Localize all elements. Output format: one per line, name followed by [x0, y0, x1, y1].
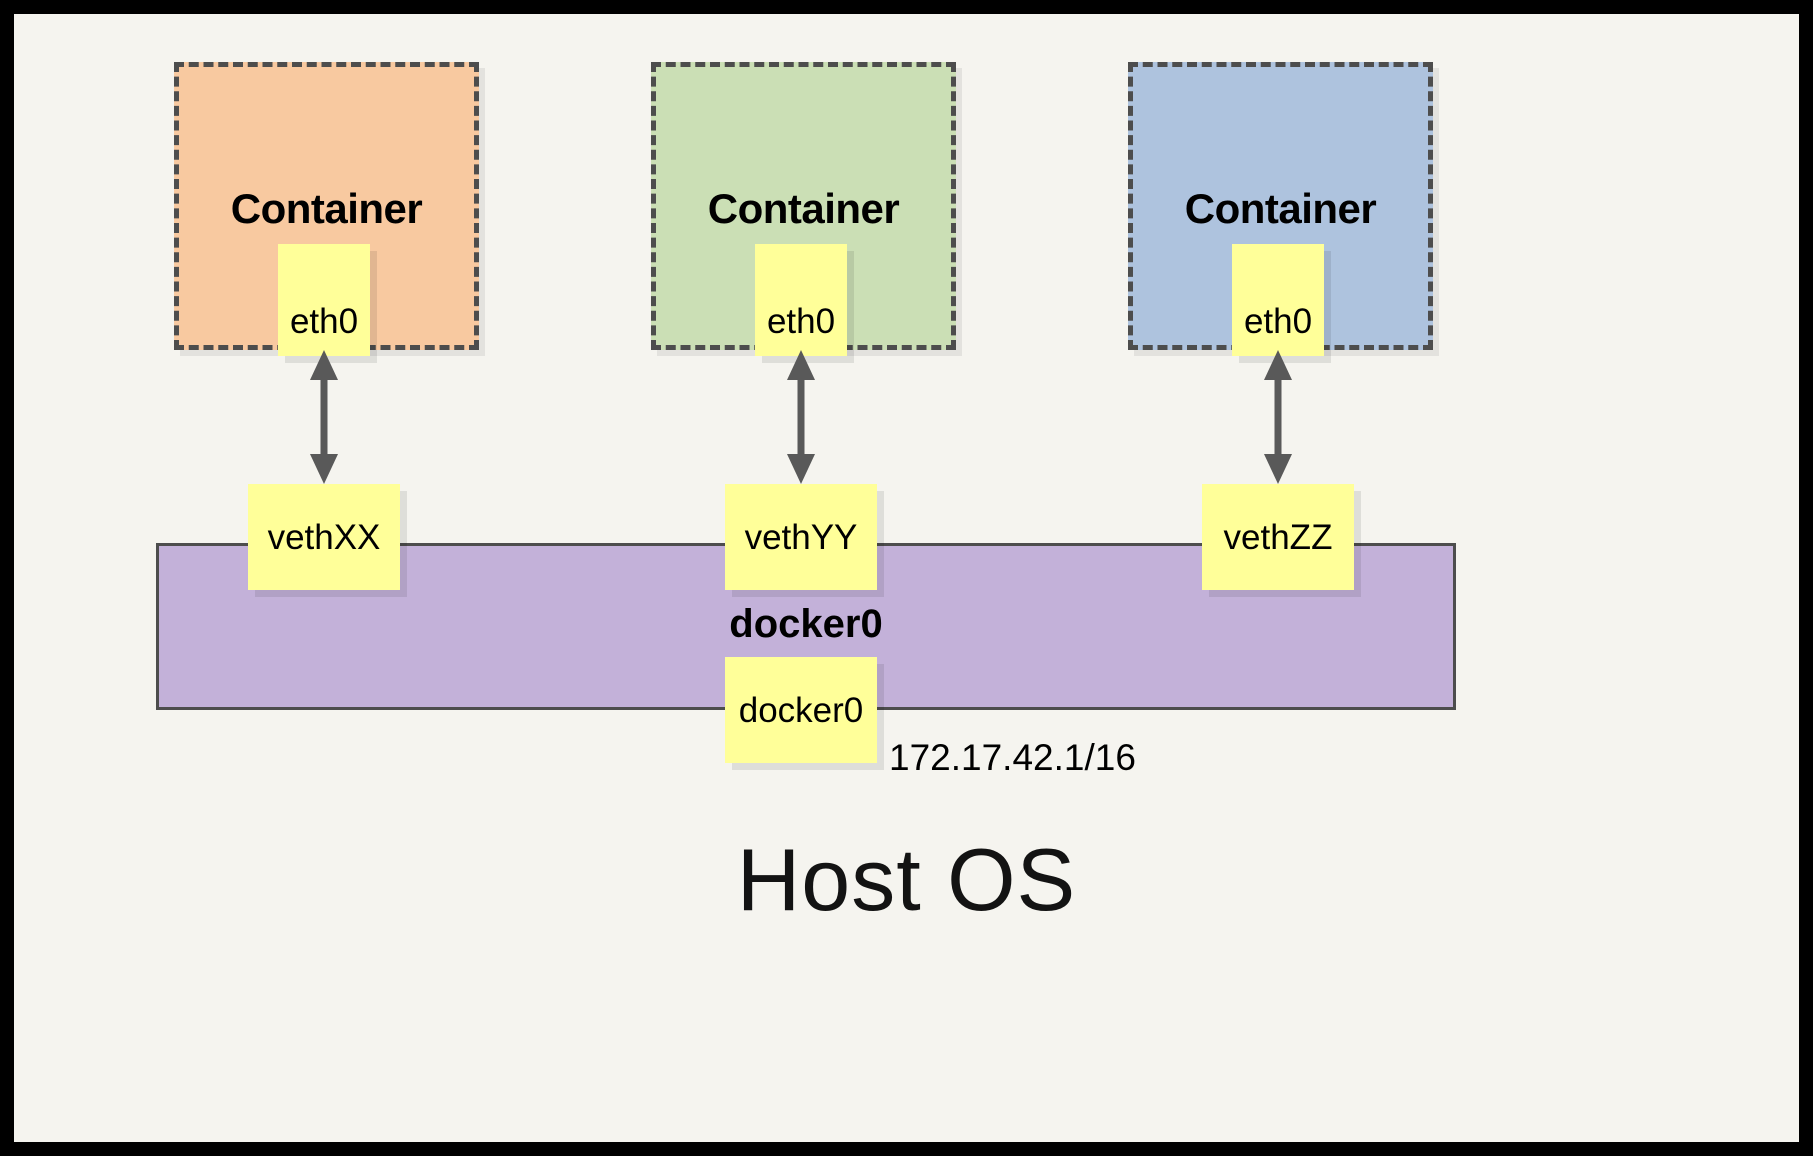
veth-label-3: vethZZ [1223, 517, 1333, 557]
docker0-interface-label: docker0 [738, 690, 864, 730]
veth-node-1: vethXX [248, 484, 400, 590]
eth0-interface-2: eth0 [755, 244, 847, 356]
host-os-label: Host OS [736, 830, 1077, 929]
docker0-ip-label: 172.17.42.1/16 [889, 737, 1136, 778]
veth-label-1: vethXX [267, 517, 381, 557]
container-title-3: Container [1184, 185, 1377, 232]
eth0-label-3: eth0 [1243, 301, 1313, 341]
diagram-inner-frame: Container eth0 Container eth0 Container … [14, 14, 1799, 1142]
veth-node-3: vethZZ [1202, 484, 1354, 590]
container-title-2: Container [707, 185, 900, 232]
eth0-interface-3: eth0 [1232, 244, 1324, 356]
container-title-1: Container [230, 185, 423, 232]
link-arrow-2 [787, 350, 815, 484]
link-arrow-3 [1264, 350, 1292, 484]
veth-node-2: vethYY [725, 484, 877, 590]
eth0-label-1: eth0 [289, 301, 359, 341]
eth0-label-2: eth0 [766, 301, 836, 341]
veth-label-2: vethYY [744, 517, 858, 557]
eth0-interface-1: eth0 [278, 244, 370, 356]
link-arrow-1 [310, 350, 338, 484]
docker0-bridge-label: docker0 [729, 602, 883, 646]
docker0-interface-node: docker0 [725, 657, 877, 763]
